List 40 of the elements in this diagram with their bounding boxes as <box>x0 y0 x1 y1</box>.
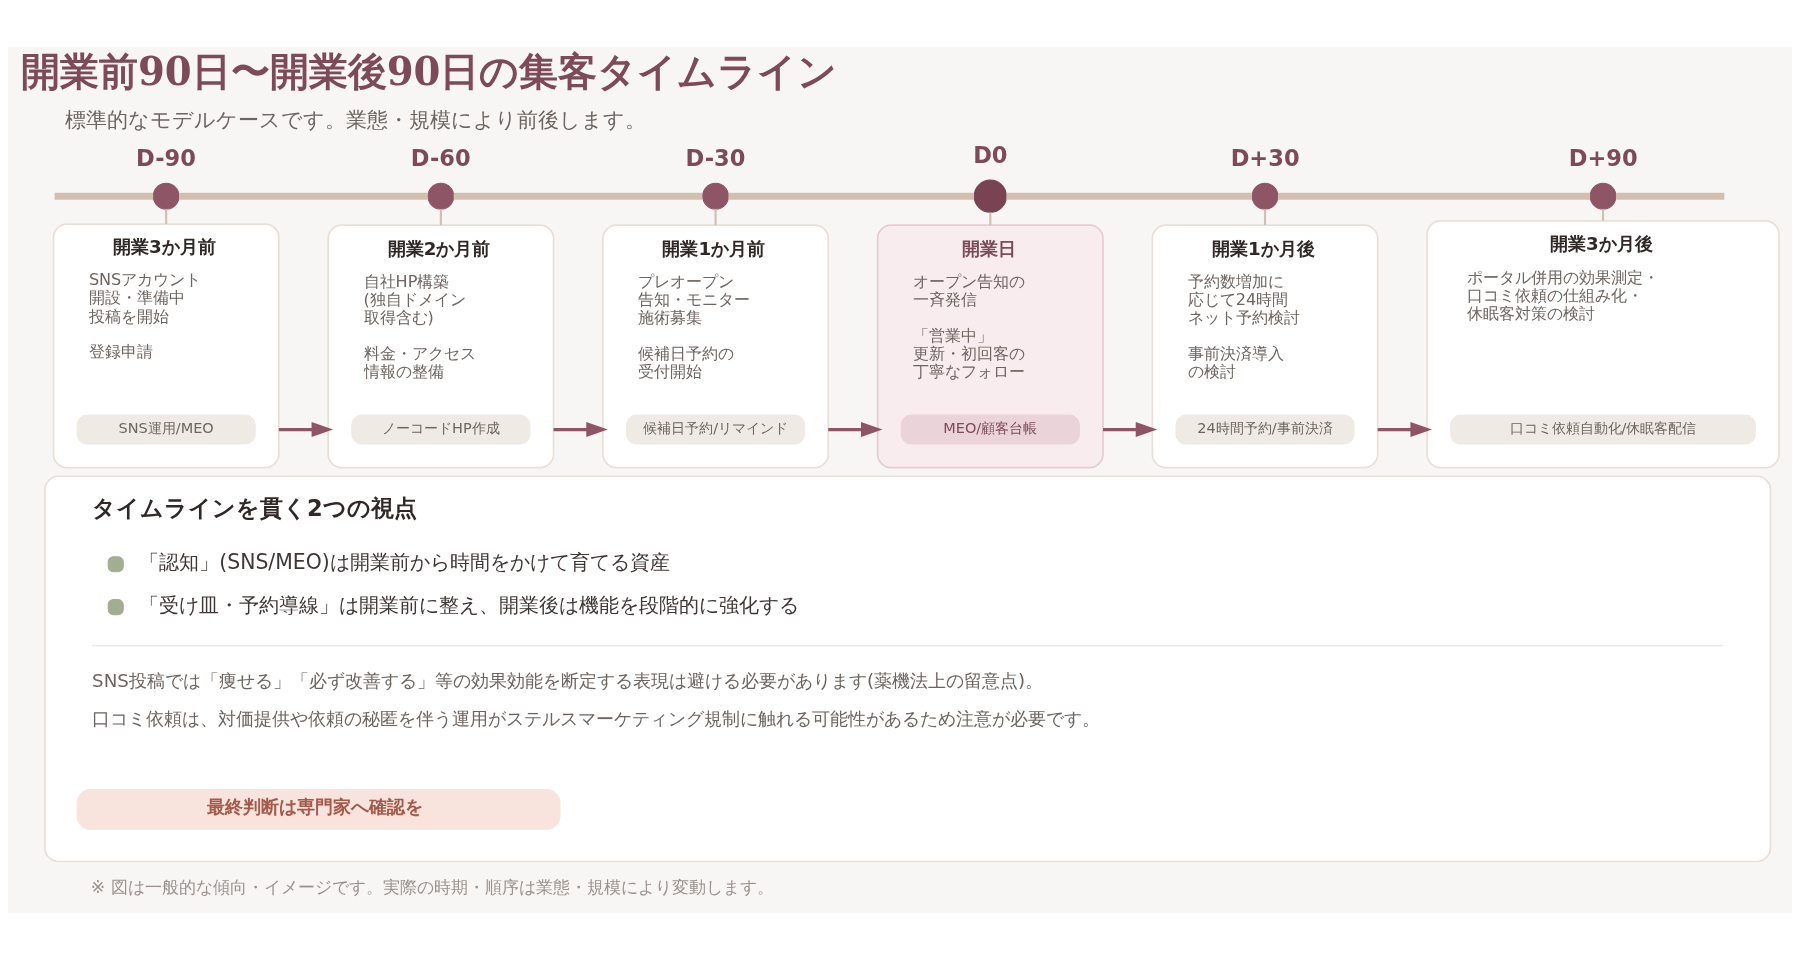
node-circle <box>1589 182 1617 210</box>
arrow <box>1103 422 1158 438</box>
connector <box>453 192 703 200</box>
node-box: 24時間予約/事前決済 <box>1175 414 1355 445</box>
node-label: D-60 <box>410 145 471 172</box>
connector <box>54 192 154 200</box>
node-box: MEO/顧客台帳 <box>900 414 1080 445</box>
arrow <box>828 422 883 438</box>
node-box: 候補日予約/リマインド <box>626 414 806 445</box>
connector <box>1616 192 1725 200</box>
node-label: D+30 <box>1230 145 1300 172</box>
connector <box>1278 192 1591 200</box>
node-box: 最終判断は専門家へ確認を <box>76 789 561 830</box>
connector <box>1601 209 1605 221</box>
node-label: D0 <box>973 142 1008 169</box>
arrow <box>278 422 334 438</box>
connector <box>714 209 717 226</box>
node-box: 口コミ依頼自動化/休眠客配信 <box>1450 414 1756 445</box>
node-circle <box>702 182 729 210</box>
connector <box>989 212 992 226</box>
node-label: D-90 <box>136 145 196 172</box>
connector <box>728 192 974 200</box>
label: ※ 図は一般的な傾向・イメージです。実際の時期・順序は業態・規模により変動します。 <box>90 877 774 898</box>
connector <box>1006 192 1252 200</box>
label: 標準的なモデルケースです。業態・規模により前後します。 <box>64 107 646 133</box>
connector <box>1263 209 1267 226</box>
node-label: D-30 <box>685 145 746 172</box>
connector <box>439 209 442 226</box>
node-circle <box>427 182 455 210</box>
node-circle <box>973 179 1007 213</box>
arrow <box>1377 422 1432 438</box>
node-circle <box>1251 182 1279 210</box>
node-box: SNS運用/MEO <box>76 414 256 445</box>
node-box: ノーコードHP作成 <box>351 414 531 445</box>
connector <box>179 192 428 200</box>
node-circle <box>152 182 180 210</box>
connector <box>165 209 168 225</box>
node-label: D+90 <box>1568 145 1638 172</box>
arrow <box>553 422 608 438</box>
diagram-title: 開業前90日〜開業後90日の集客タイムライン <box>20 49 838 95</box>
